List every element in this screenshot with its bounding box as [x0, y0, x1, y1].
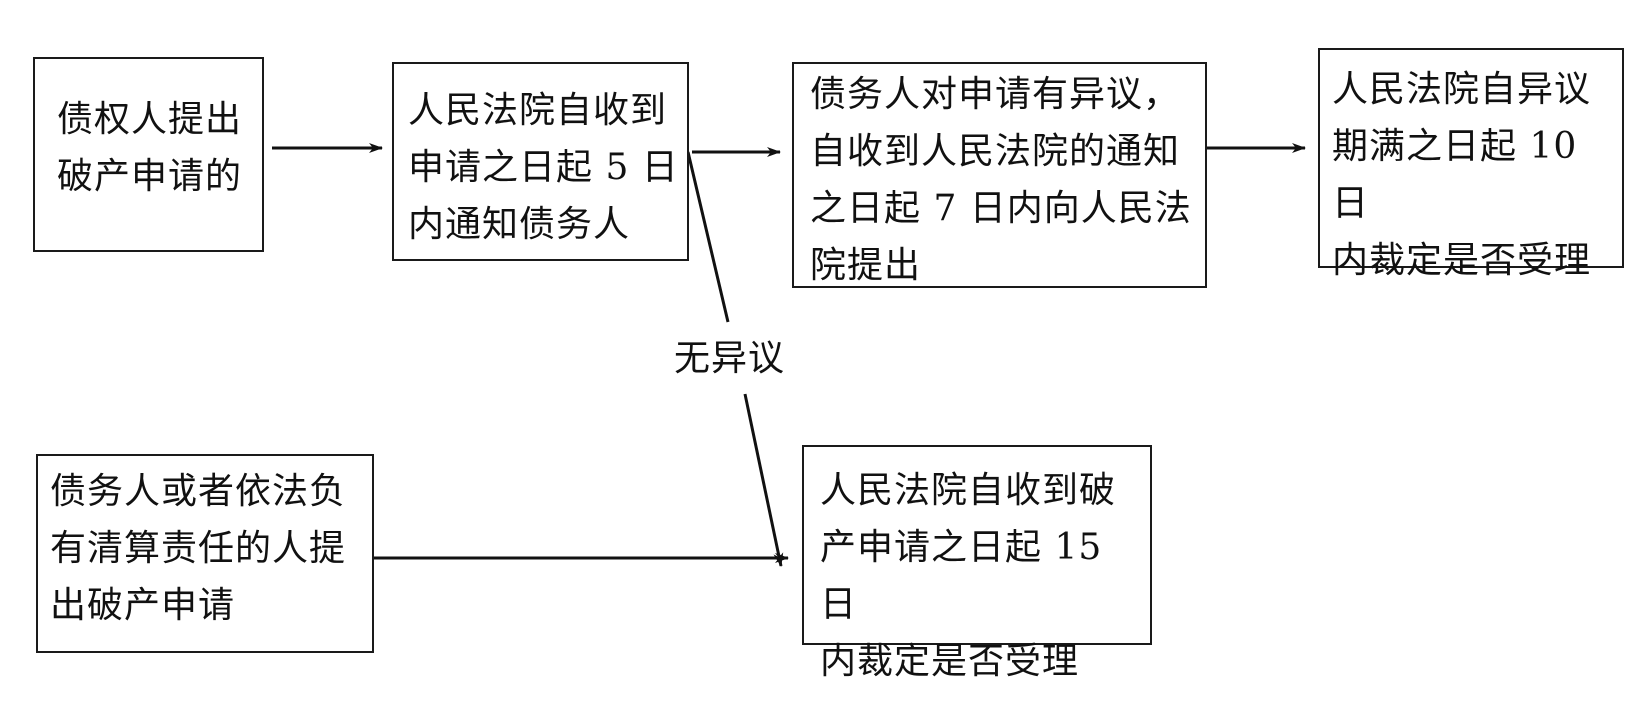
node-ruling-after-objection: 人民法院自异议 期满之日起 10 日 内裁定是否受理	[1318, 48, 1624, 281]
node-notify-debtor: 人民法院自收到 申请之日起 5 日 内通知债务人	[392, 62, 689, 261]
edge-label-no-objection: 无异议	[670, 334, 790, 384]
node-ruling-15-days: 人民法院自收到破 产申请之日起 15 日 内裁定是否受理	[802, 445, 1152, 682]
node-creditor-application: 债权人提出 破产申请的	[33, 57, 264, 252]
node-debtor-objection: 债务人对申请有异议， 自收到人民法院的通知 之日起 7 日内向人民法 院提出	[792, 62, 1207, 288]
node-debtor-application: 债务人或者依法负 有清算责任的人提 出破产申请	[36, 454, 374, 653]
arrow-no-objection-lower	[743, 393, 784, 567]
arrow-no-objection-upper	[686, 151, 730, 323]
